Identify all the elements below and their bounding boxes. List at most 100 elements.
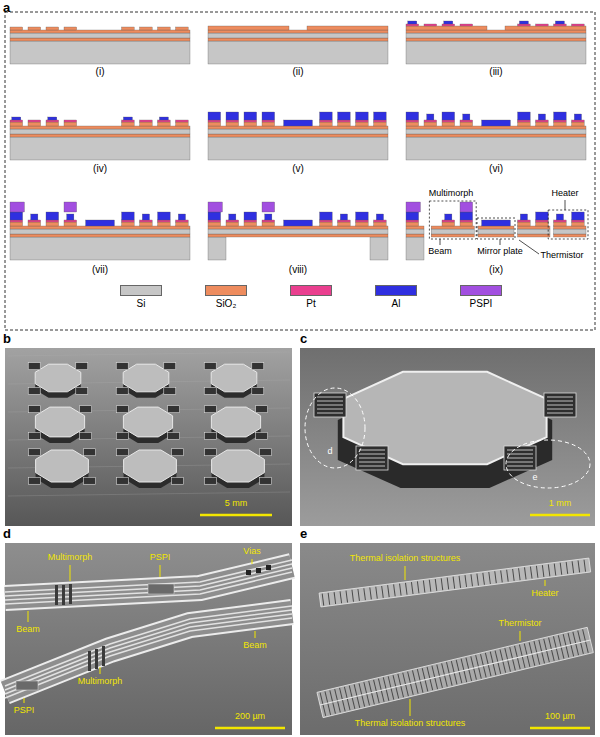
layer	[244, 222, 257, 226]
mirror-plate	[212, 450, 265, 482]
layer	[406, 229, 424, 234]
isolation-rung	[429, 580, 431, 592]
layer	[536, 24, 549, 26]
beam-stripe	[5, 564, 292, 596]
layer	[431, 234, 474, 237]
mirror-plate	[343, 372, 546, 464]
layer	[123, 117, 132, 120]
layer	[208, 222, 221, 226]
actuator-stripe	[547, 409, 573, 410]
layer	[406, 120, 419, 122]
layer	[442, 112, 455, 120]
callout-ellipse	[305, 388, 365, 468]
part-label: Thermistor	[541, 250, 584, 260]
layer	[554, 222, 567, 226]
actuator	[28, 387, 40, 394]
layer	[572, 24, 585, 26]
layer	[140, 120, 153, 122]
layer	[208, 226, 388, 229]
layer	[158, 220, 171, 222]
cross-section	[406, 112, 586, 160]
layer	[572, 212, 585, 220]
actuator	[28, 406, 40, 413]
layer	[370, 237, 388, 260]
scale-label: 200 µm	[235, 711, 265, 721]
step-label: (v)	[292, 163, 304, 175]
actuator-stripe	[359, 462, 385, 463]
actuator	[252, 363, 264, 370]
layer	[208, 237, 226, 260]
isolation-rung	[584, 560, 586, 572]
layer	[406, 122, 419, 126]
actuator	[172, 449, 184, 456]
isolation-rung	[382, 586, 384, 598]
beam-stripe	[5, 568, 292, 600]
layer	[406, 226, 424, 229]
panel-label: b	[3, 332, 11, 347]
layer	[262, 202, 275, 212]
layer	[140, 122, 153, 126]
layer	[64, 27, 77, 30]
layer	[406, 222, 419, 226]
layer	[460, 222, 473, 226]
layer	[518, 112, 531, 120]
layer	[64, 202, 77, 212]
layer	[176, 222, 189, 226]
layer	[10, 212, 23, 220]
layer	[226, 222, 239, 226]
layer	[518, 122, 531, 126]
isolation-rung	[322, 594, 324, 606]
layer	[28, 220, 41, 222]
isolation-rung	[459, 576, 461, 588]
isolation-rung	[352, 590, 354, 602]
layer	[122, 220, 135, 222]
layer	[572, 222, 585, 226]
layer	[208, 26, 289, 30]
isolation-rung	[483, 573, 485, 585]
legend-item: PSPI	[446, 285, 516, 310]
layer	[284, 220, 313, 226]
layer	[442, 120, 455, 122]
actuator-stripe	[317, 401, 343, 402]
step-label: (iii)	[489, 66, 502, 78]
actuator	[256, 406, 268, 413]
step-label: (iv)	[93, 163, 107, 175]
actuator	[28, 363, 40, 370]
layer	[46, 27, 59, 30]
leader-line	[100, 667, 101, 674]
cross-section	[406, 201, 588, 260]
actuator	[204, 387, 216, 394]
isolation-rung	[501, 571, 503, 583]
layer	[158, 222, 171, 226]
mirror-plate	[123, 407, 172, 437]
layer	[478, 229, 514, 234]
actuator-stripe	[507, 462, 533, 463]
via	[266, 565, 271, 570]
layer	[140, 220, 153, 222]
actuator-stripe	[547, 405, 573, 406]
layer	[86, 220, 115, 226]
step-label: (ii)	[292, 66, 303, 78]
layer	[356, 220, 369, 222]
scale-bar	[530, 727, 590, 730]
layer	[10, 122, 23, 126]
isolation-rung	[400, 584, 402, 596]
actuator-stripe	[317, 409, 343, 410]
step-label: (viii)	[289, 264, 307, 276]
layer	[226, 122, 239, 126]
mirror-plate	[124, 450, 177, 482]
mirror-plate	[36, 450, 89, 482]
layer	[478, 234, 514, 237]
trace	[8, 352, 290, 356]
layer	[572, 120, 585, 122]
layer	[262, 220, 275, 222]
isolation-rung	[489, 572, 491, 584]
legend-item: Si	[106, 285, 176, 310]
layer	[518, 234, 550, 237]
layer	[554, 112, 567, 120]
layer	[406, 112, 419, 120]
layer	[159, 117, 168, 120]
panel-label: c	[300, 332, 307, 347]
via	[256, 568, 261, 573]
